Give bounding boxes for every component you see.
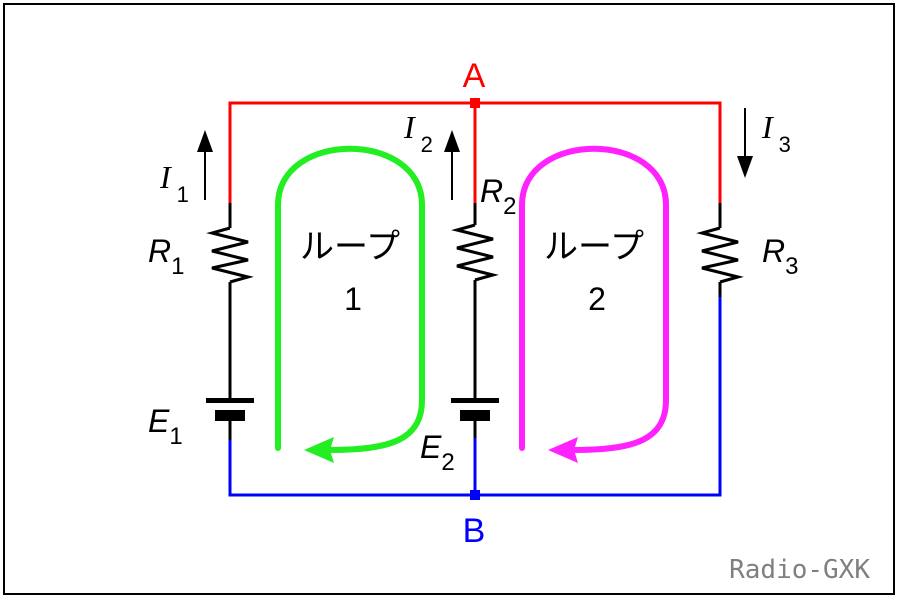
node-b-label: B	[463, 512, 486, 550]
branch-3	[696, 203, 744, 297]
loop-1-arrowhead	[304, 437, 334, 463]
battery-e1-long-plate	[206, 398, 254, 403]
node-b-dot	[470, 490, 480, 500]
battery-e2-long-plate	[451, 398, 499, 403]
current-arrow-i1	[197, 130, 213, 200]
resistor-label-r1: R1	[148, 233, 184, 280]
top-wire	[228, 101, 722, 203]
battery-e2-short-plate	[460, 410, 490, 421]
resistor-r3	[696, 226, 744, 284]
loop-1-label: ループ	[300, 228, 400, 266]
loop-2-number: 2	[588, 281, 606, 317]
resistor-label-r2: R2	[480, 173, 516, 220]
resistor-r1	[206, 226, 254, 284]
branch-1	[206, 203, 254, 440]
loop-2-label: ループ	[544, 228, 644, 266]
loop-2-path	[519, 145, 669, 453]
loop-1-path	[275, 145, 425, 453]
resistor-label-r3: R3	[762, 233, 798, 280]
node-a-dot	[470, 98, 480, 108]
watermark: Radio-GXK	[729, 555, 870, 585]
battery-label-e2: E2	[420, 429, 455, 476]
loop-2-arrowhead	[548, 437, 578, 463]
current-arrow-i2	[444, 130, 460, 200]
battery-label-e1: E1	[148, 403, 183, 450]
loop-1-number: 1	[344, 281, 362, 317]
node-a-label: A	[463, 57, 486, 95]
resistor-r2	[451, 223, 499, 282]
current-arrow-i3	[737, 108, 753, 178]
battery-e1-short-plate	[215, 410, 245, 421]
